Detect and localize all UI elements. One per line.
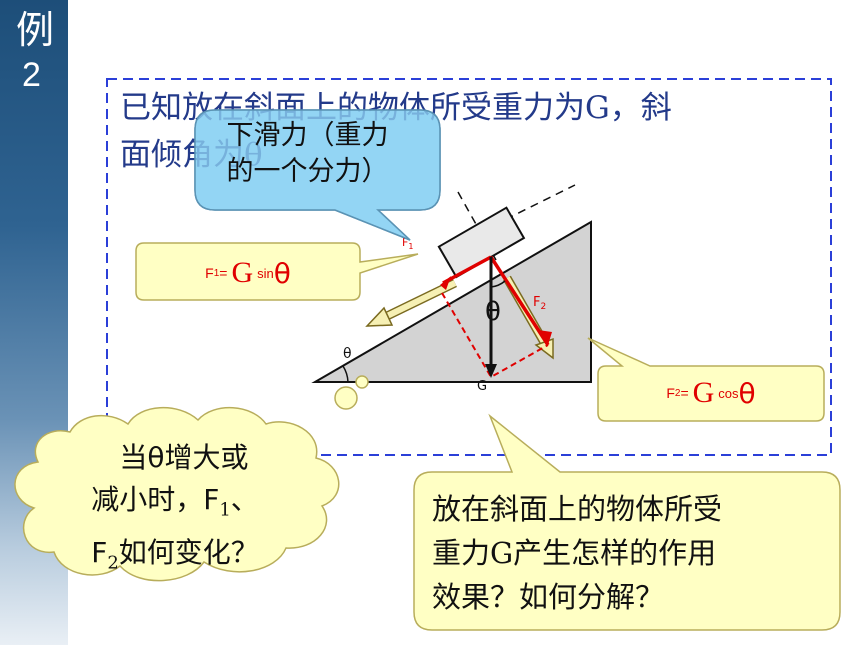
incline-angle-arc <box>342 365 349 383</box>
block-theta-label: θ <box>485 297 501 327</box>
f1-red-component <box>442 255 492 285</box>
thought-cloud <box>14 375 369 582</box>
formula1-g: G <box>231 256 254 289</box>
example-badge-number: 2 <box>22 56 41 94</box>
formula2-eq: = <box>680 385 689 401</box>
formula1-f: F <box>205 265 214 281</box>
formula1-sub: 1 <box>213 267 220 279</box>
formula2-sub: 2 <box>674 387 681 399</box>
gravity-arrowhead <box>485 364 497 378</box>
cloud-line-2: 减小时，F1、 <box>91 483 259 521</box>
question-line-2: 重力G产生怎样的作用 <box>432 536 717 570</box>
cloud-line-1: 当θ增大或 <box>119 441 249 474</box>
formula1-eq: = <box>219 265 228 281</box>
example-badge-char: 例 <box>16 8 55 52</box>
formula2-theta: θ <box>738 376 756 410</box>
formula1-trig: sin <box>257 265 274 281</box>
formula1-theta: θ <box>273 256 291 290</box>
f2-red-arrowhead <box>538 330 552 345</box>
question-bubble <box>413 413 841 631</box>
formula2-trig: cos <box>718 385 739 401</box>
formula1-bubble <box>135 242 419 301</box>
gravity-label: G <box>477 379 487 394</box>
f1-yellow-arrow <box>365 278 457 327</box>
callout-slide-bubble-overlay <box>194 109 441 241</box>
callout-slide-text: 下滑力（重力 的一个分力） <box>200 118 415 190</box>
callout-slide-line-1: 下滑力（重力 <box>226 120 389 151</box>
dashed-frame <box>106 78 832 456</box>
formula2-f: F <box>666 385 675 401</box>
formula2-bubble <box>587 337 825 422</box>
cloud-line-3: F2如何变化？ <box>91 535 259 574</box>
question-text: 放在斜面上的物体所受 重力G产生怎样的作用 效果？如何分解？ <box>432 487 722 619</box>
incline-triangle <box>311 220 592 383</box>
formula2-g: G <box>692 376 715 409</box>
f2-label: F2 <box>533 295 546 312</box>
question-line-1: 放在斜面上的物体所受 <box>432 492 723 526</box>
block-angle-arc <box>490 280 506 288</box>
f1-partial-label: F1 <box>402 236 413 251</box>
f1-red-arrowhead <box>440 276 451 290</box>
force-parallelogram-dashed <box>441 292 549 379</box>
incline-theta-label: θ <box>343 346 352 362</box>
question-line-3: 效果？如何分解？ <box>432 580 665 614</box>
callout-slide-line-2: 的一个分力） <box>226 156 389 187</box>
thought-cloud-text: 当θ增大或 减小时，F1、 F2如何变化？ <box>30 437 320 584</box>
